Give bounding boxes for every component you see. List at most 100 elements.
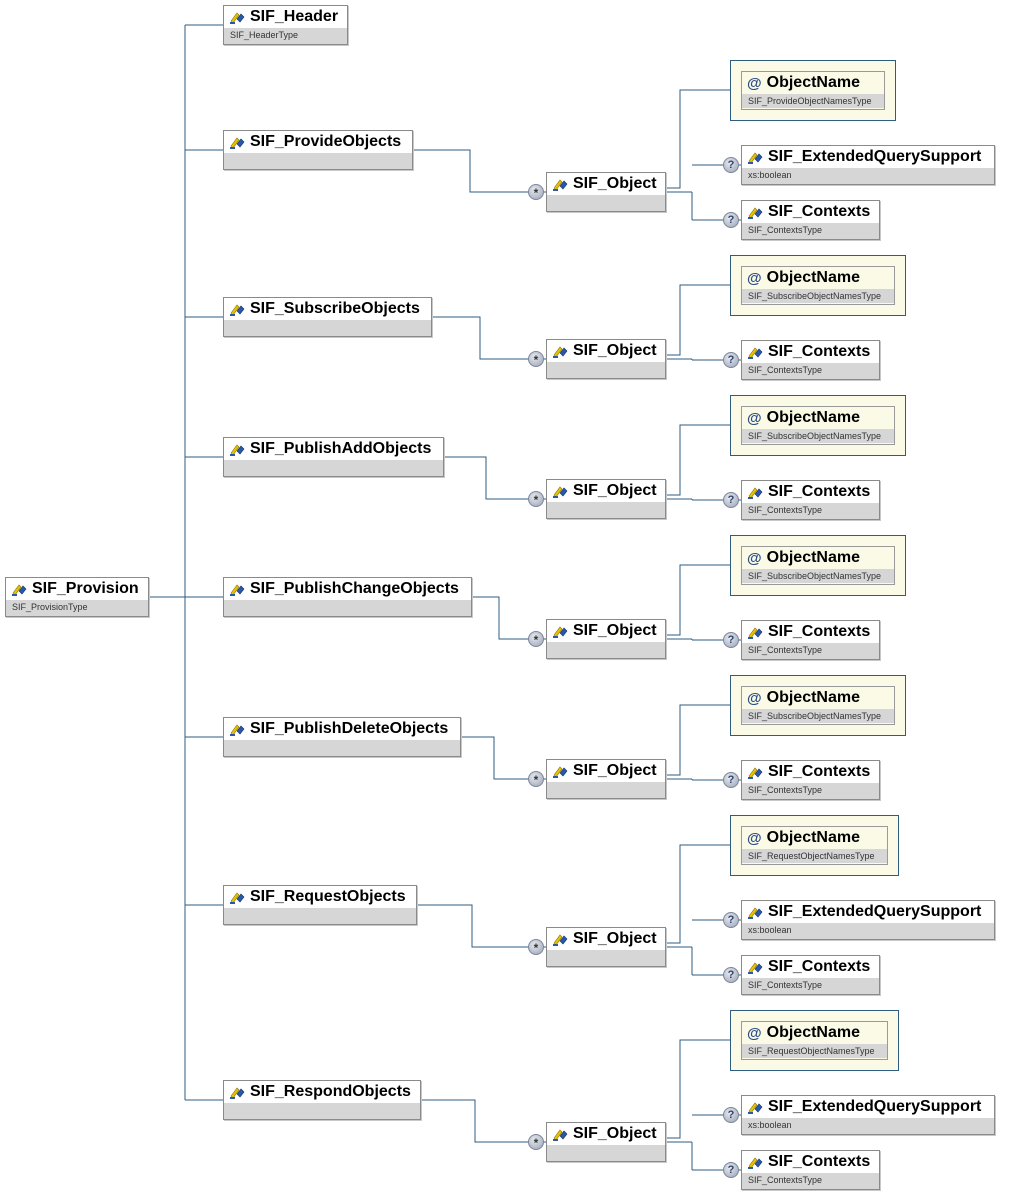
group-element[interactable]: SIF_PublishAddObjects <box>223 437 444 477</box>
element-type <box>224 600 471 616</box>
object-connector <box>413 149 546 193</box>
element-name: SIF_SubscribeObjects <box>250 300 420 317</box>
element-icon <box>552 343 568 359</box>
element-icon <box>229 9 245 25</box>
element-type <box>224 460 443 476</box>
attribute-connector <box>666 564 730 636</box>
element-icon <box>229 441 245 457</box>
element-name: SIF_Contexts <box>768 763 871 780</box>
element-type <box>224 1103 420 1119</box>
element-icon <box>747 959 763 975</box>
element-icon <box>229 581 245 597</box>
group-element[interactable]: SIF_SubscribeObjects <box>223 297 432 337</box>
object-connector <box>444 456 546 500</box>
group-element[interactable]: SIF_PublishDeleteObjects <box>223 717 461 757</box>
root-element[interactable]: SIF_Provision SIF_ProvisionType <box>5 577 149 617</box>
element-icon <box>747 204 763 220</box>
element-icon <box>552 763 568 779</box>
element-type: SIF_ContextsType <box>742 643 879 659</box>
element-icon <box>552 1126 568 1142</box>
optional-badge-icon: ? <box>723 157 739 173</box>
object-element[interactable]: SIF_Object <box>546 1122 666 1162</box>
child-element[interactable]: SIF_ExtendedQuerySupport xs:boolean <box>741 1095 995 1135</box>
element-icon <box>747 149 763 165</box>
element-icon <box>11 581 27 597</box>
attribute-at-icon: @ <box>747 1024 762 1042</box>
object-element[interactable]: SIF_Object <box>546 172 666 212</box>
object-element[interactable]: SIF_Object <box>546 619 666 659</box>
repeat-star-icon: * <box>528 184 544 200</box>
optional-badge-icon: ? <box>723 967 739 983</box>
element-type: SIF_ContextsType <box>742 503 879 519</box>
group-element[interactable]: SIF_PublishChangeObjects <box>223 577 472 617</box>
object-element[interactable]: SIF_Object <box>546 759 666 799</box>
element-type: xs:boolean <box>742 1118 994 1134</box>
optional-badge-icon: ? <box>723 492 739 508</box>
element-icon <box>229 889 245 905</box>
object-element[interactable]: SIF_Object <box>546 339 666 379</box>
repeat-star-icon: * <box>528 351 544 367</box>
attribute-type: SIF_SubscribeObjectNamesType <box>742 429 894 443</box>
element-name: SIF_Object <box>573 1125 657 1142</box>
element-name: SIF_Header <box>250 8 339 25</box>
element-type <box>224 908 416 924</box>
element-name: SIF_Object <box>573 622 657 639</box>
element-type <box>547 362 665 378</box>
element-name: SIF_Object <box>573 175 657 192</box>
element-type: SIF_ContextsType <box>742 363 879 379</box>
element-name: SIF_ExtendedQuerySupport <box>768 1098 982 1115</box>
element-type: xs:boolean <box>742 168 994 184</box>
element-name: SIF_Contexts <box>768 343 871 360</box>
element-name: SIF_PublishAddObjects <box>250 440 432 457</box>
element-name: SIF_Contexts <box>768 203 871 220</box>
group-element[interactable]: SIF_RequestObjects <box>223 885 417 925</box>
group-element[interactable]: SIF_ProvideObjects <box>223 130 413 170</box>
element-name: SIF_Object <box>573 930 657 947</box>
element-type: SIF_ContextsType <box>742 223 879 239</box>
optional-badge-icon: ? <box>723 1107 739 1123</box>
attribute-at-icon: @ <box>747 549 762 567</box>
attribute-name: ObjectName <box>766 829 861 846</box>
attribute-type: SIF_SubscribeObjectNamesType <box>742 569 894 583</box>
header-element[interactable]: SIF_Header SIF_HeaderType <box>223 5 348 45</box>
element-name: SIF_Object <box>573 482 657 499</box>
element-icon <box>229 134 245 150</box>
attribute-type: SIF_SubscribeObjectNamesType <box>742 709 894 723</box>
object-connector <box>461 736 546 780</box>
element-type: SIF_ContextsType <box>742 978 879 994</box>
attribute-name: ObjectName <box>766 74 861 91</box>
object-connector <box>432 316 546 360</box>
attribute-connector <box>666 284 730 356</box>
optional-badge-icon: ? <box>723 772 739 788</box>
element-type <box>224 153 412 169</box>
element-type <box>224 320 431 336</box>
object-element[interactable]: SIF_Object <box>546 479 666 519</box>
element-type <box>547 950 665 966</box>
group-element[interactable]: SIF_RespondObjects <box>223 1080 421 1120</box>
attribute-name: ObjectName <box>766 549 861 566</box>
object-element[interactable]: SIF_Object <box>546 927 666 967</box>
attribute-name: ObjectName <box>766 689 861 706</box>
repeat-star-icon: * <box>528 491 544 507</box>
